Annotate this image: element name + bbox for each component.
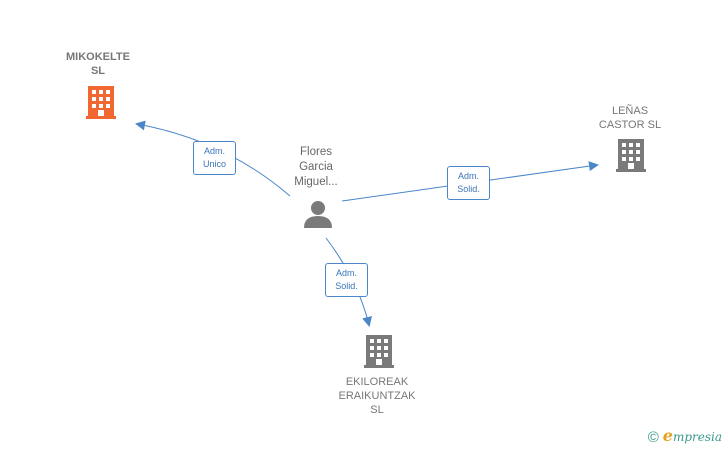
brand-logo-text: mpresia xyxy=(672,430,722,444)
edge-label-to-lenas[interactable]: Adm. Solid. xyxy=(447,166,490,200)
edge-label-line: Adm. xyxy=(335,268,357,278)
node-label-person[interactable]: Flores Garcia Miguel... xyxy=(276,145,356,190)
node-label-line: SL xyxy=(90,65,106,77)
node-label-line: Garcia xyxy=(299,161,333,173)
node-label-line: EKILOREAK xyxy=(345,376,409,388)
brand-logo-initial: e xyxy=(662,426,673,445)
copyright-icon: © xyxy=(647,429,659,446)
person-icon[interactable] xyxy=(304,201,332,228)
edge-label-to-ekiloreak[interactable]: Adm. Solid. xyxy=(325,263,368,297)
node-label-line: Flores xyxy=(300,146,332,158)
node-label-mikokelte[interactable]: MIKOKELTE SL xyxy=(48,50,148,78)
node-label-line: LEÑAS xyxy=(611,105,649,117)
edge-label-to-mikokelte[interactable]: Adm. Unico xyxy=(193,141,236,175)
node-label-line: CASTOR SL xyxy=(598,119,662,131)
edge-label-line: Solid. xyxy=(457,184,480,194)
edge-label-line: Adm. xyxy=(457,171,479,181)
node-label-line: ERAIKUNTZAK xyxy=(338,390,416,402)
edge-label-line: Unico xyxy=(202,159,226,169)
edge-label-line: Solid. xyxy=(335,281,358,291)
node-label-ekiloreak[interactable]: EKILOREAK ERAIKUNTZAK SL xyxy=(327,375,427,417)
node-label-line: Miguel... xyxy=(294,176,338,188)
edge-label-line: Adm. xyxy=(203,146,225,156)
node-label-line: MIKOKELTE xyxy=(66,51,130,63)
node-label-lenas[interactable]: LEÑAS CASTOR SL xyxy=(580,104,680,132)
footer-brand: ©empresia xyxy=(648,426,722,446)
node-label-line: SL xyxy=(370,404,384,416)
building-icon[interactable] xyxy=(364,335,394,368)
building-icon[interactable] xyxy=(616,139,646,172)
building-icon[interactable] xyxy=(86,86,116,119)
